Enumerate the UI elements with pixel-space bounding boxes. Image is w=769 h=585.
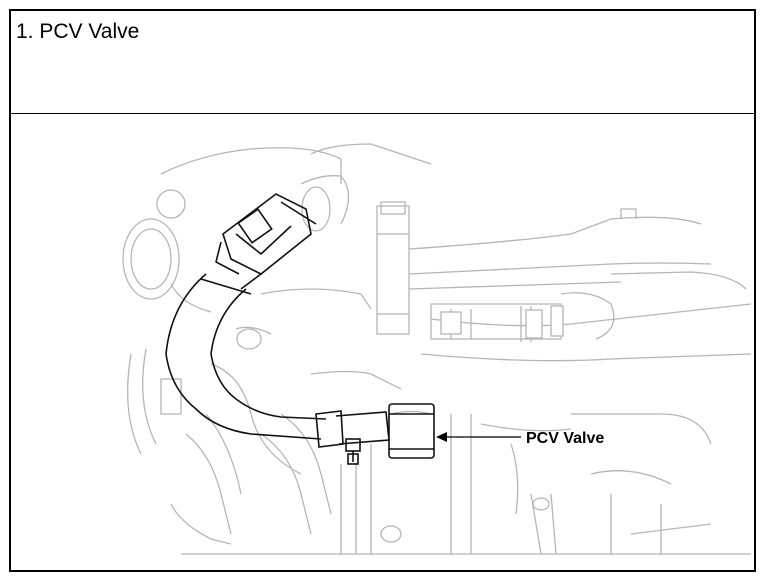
diagram-frame: 1. PCV Valve — [9, 9, 756, 572]
pcv-valve-callout: PCV Valve — [436, 430, 604, 447]
engine-drawing: PCV Valve — [122, 143, 752, 555]
page-title: 1. PCV Valve — [16, 20, 140, 43]
engine-illustration: PCV Valve — [11, 114, 754, 570]
pcv-valve-label: PCV Valve — [526, 430, 604, 447]
header-cell: 1. PCV Valve — [11, 11, 754, 114]
callout-arrowhead — [436, 432, 447, 442]
pcv-hose-assembly — [165, 193, 435, 465]
engine-block-outline — [122, 143, 752, 555]
